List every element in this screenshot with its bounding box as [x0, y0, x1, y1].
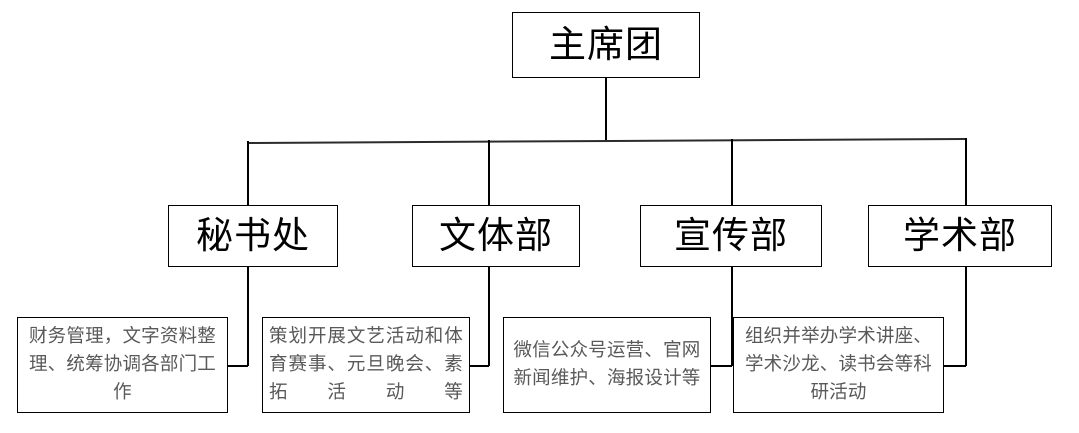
- connector-elbow-publicity-vertical: [731, 267, 733, 366]
- node-publicity[interactable]: 宣传部: [640, 205, 822, 267]
- description-box-secretariat[interactable]: 财务管理，文字资料整理、统筹协调各部门工作: [17, 317, 228, 413]
- node-academic[interactable]: 学术部: [868, 205, 1052, 267]
- connector-elbow-secretariat-vertical: [247, 267, 249, 366]
- description-secretariat-text: 财务管理，文字资料整理、统筹协调各部门工作: [28, 325, 216, 404]
- connector-elbow-secretariat-horizontal: [228, 365, 248, 367]
- connector-elbow-academic-horizontal: [944, 365, 966, 367]
- connector-elbow-publicity-horizontal: [711, 365, 732, 367]
- node-publicity-label: 宣传部: [674, 213, 788, 257]
- connector-root-stem: [605, 78, 607, 140]
- node-secretariat[interactable]: 秘书处: [168, 205, 338, 267]
- description-publicity-text: 微信公众号运营、官网新闻维护、海报设计等: [513, 339, 701, 389]
- connector-elbow-culture-sports-horizontal: [470, 365, 489, 367]
- node-secretariat-label: 秘书处: [196, 213, 310, 257]
- node-presidium[interactable]: 主席团: [512, 12, 700, 78]
- node-culture-sports[interactable]: 文体部: [412, 205, 580, 267]
- description-academic-text: 组织并举办学术讲座、学术沙龙、读书会等科研活动: [744, 325, 932, 404]
- node-academic-label: 学术部: [903, 213, 1017, 257]
- node-culture-sports-label: 文体部: [439, 213, 553, 257]
- connector-elbow-culture-sports-vertical: [488, 267, 490, 366]
- connector-drop-publicity: [731, 139, 733, 205]
- description-box-culture-sports[interactable]: 策划开展文艺活动和体育赛事、元旦晚会、素拓活动等: [262, 317, 470, 413]
- connector-drop-secretariat: [247, 141, 249, 205]
- description-box-publicity[interactable]: 微信公众号运营、官网新闻维护、海报设计等: [503, 317, 711, 413]
- connector-drop-academic: [965, 138, 967, 205]
- connector-drop-culture-sports: [488, 140, 490, 205]
- description-box-academic[interactable]: 组织并举办学术讲座、学术沙龙、读书会等科研活动: [733, 317, 944, 413]
- description-culture-sports-text: 策划开展文艺活动和体育赛事、元旦晚会、素拓活动等: [269, 325, 463, 404]
- node-presidium-label: 主席团: [549, 22, 663, 66]
- connector-elbow-academic-vertical: [965, 267, 967, 366]
